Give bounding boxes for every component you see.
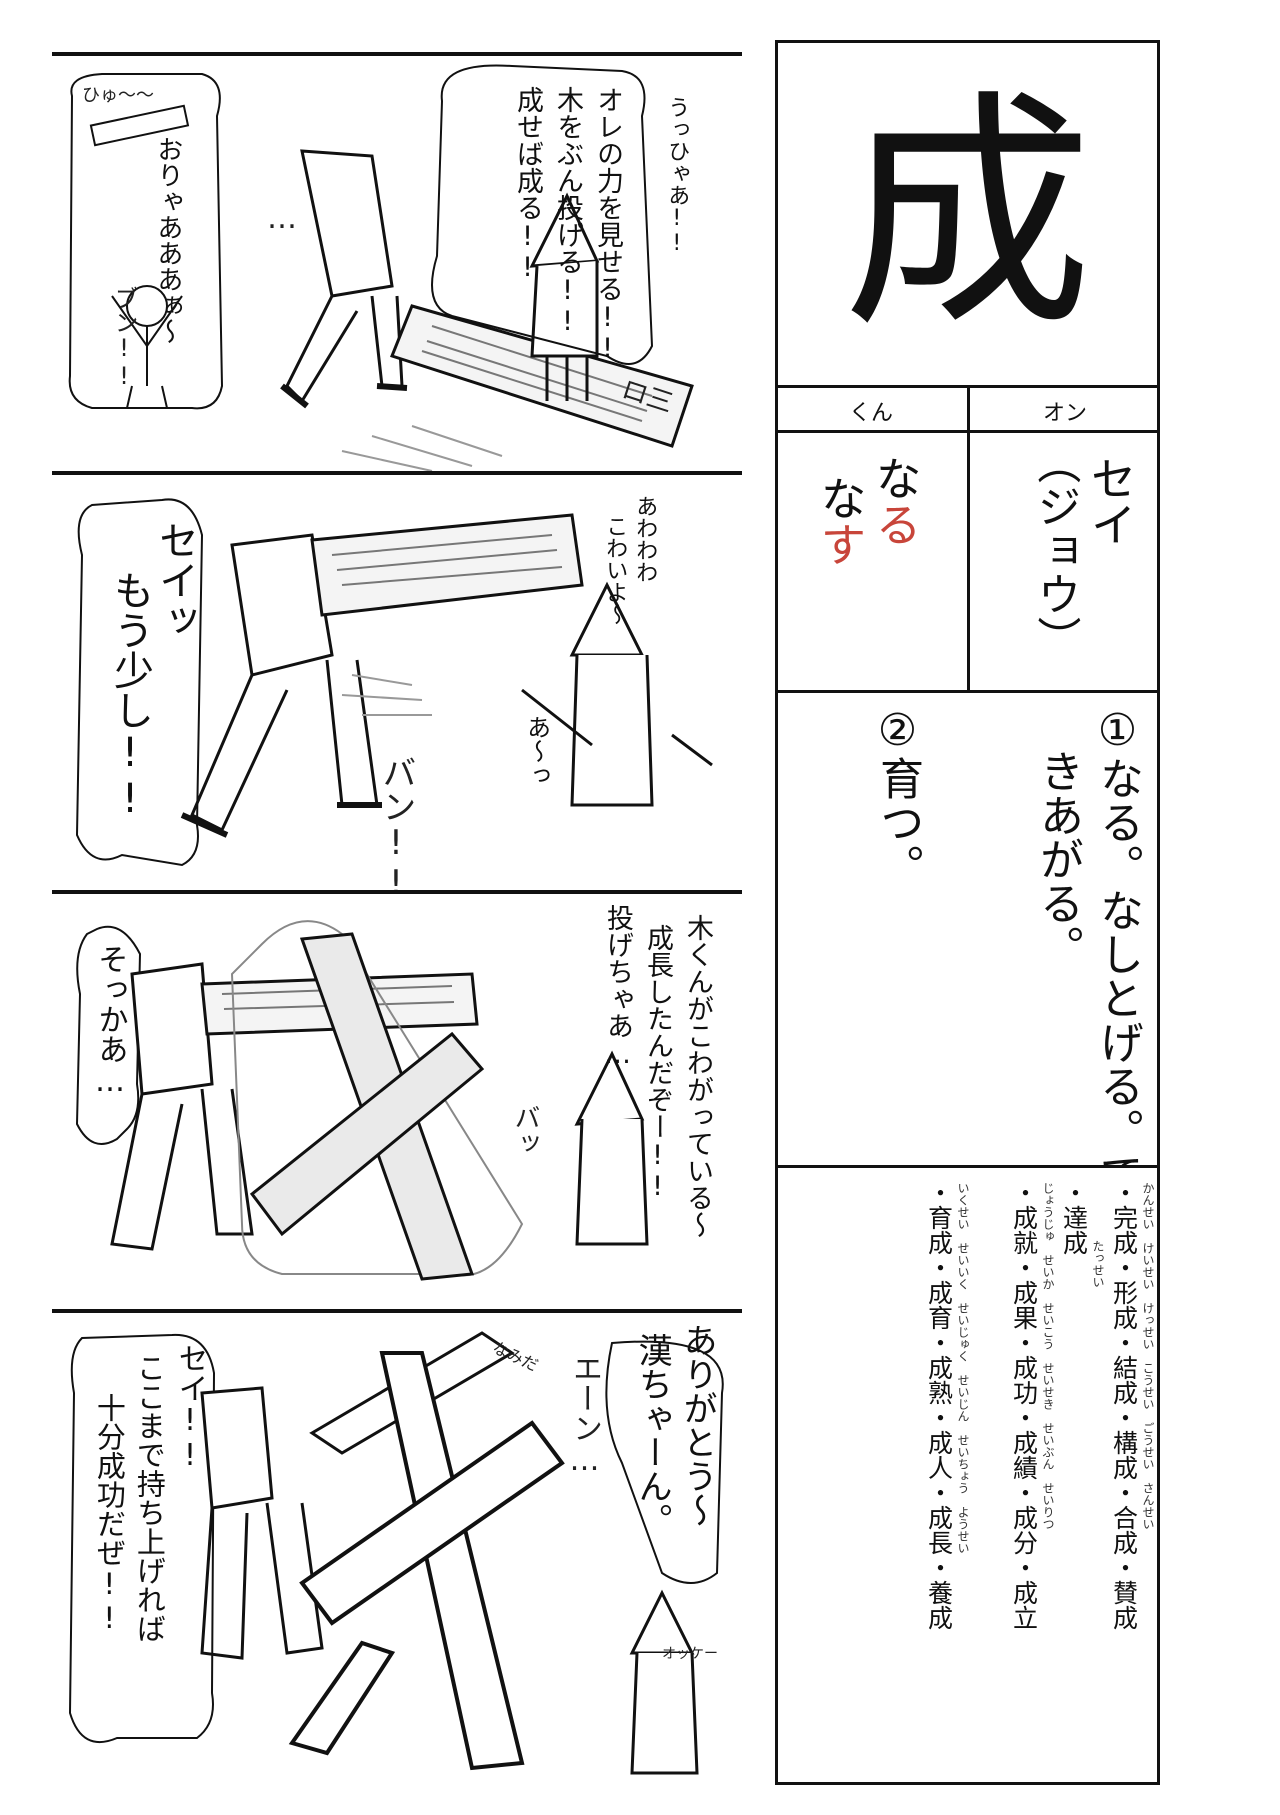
panel-divider xyxy=(52,52,742,56)
kun-label: くん xyxy=(848,401,893,426)
panel-divider xyxy=(52,890,742,894)
on-label: オン xyxy=(1042,401,1087,426)
kun-reading-2-stem: な xyxy=(813,475,868,521)
vocab-ruby-2: たっせい xyxy=(1091,1240,1105,1288)
panel-1-small-shout: おりゃあああぁ〜 xyxy=(152,136,183,344)
kanji-character: 成 xyxy=(842,69,1093,360)
panel-3-mascot-line-1: 木くんがこわがっている〜 xyxy=(682,914,714,1238)
meaning-2: ②育つ。 xyxy=(872,705,923,888)
on-reading-1: セイ xyxy=(1083,455,1138,547)
panel-4-drawing xyxy=(68,1331,724,1775)
panel-4-ok-text: オッケー xyxy=(662,1646,718,1662)
meaning-1: ①なる。なしとげる。で xyxy=(1092,705,1143,1196)
panel-3-mascot-line-2: 成長したんだぞー!! xyxy=(642,924,674,1202)
panel-1-hero-line-2: 木をぶん投げる!! xyxy=(552,86,584,337)
panel-divider xyxy=(52,471,742,475)
kun-reading-1-stem: な xyxy=(868,455,923,501)
panel-4-hero-line-3: 十分成功だぜ!! xyxy=(92,1393,127,1635)
panel-2-hero-line-2: もう少し!! xyxy=(107,570,153,822)
panel-1-bun-sfx: ブン!! xyxy=(110,286,138,390)
panel-4-cry-sfx: エーン… xyxy=(567,1353,602,1478)
readings-divider xyxy=(967,385,970,695)
panel-3-drawing xyxy=(75,920,649,1281)
panel-2-mascot-line-1: あわわわ xyxy=(632,495,658,583)
panel-2-mascot-line-3: あ〜っ xyxy=(522,715,551,787)
panel-1-drawing xyxy=(68,64,694,471)
vocab-ruby-4: いくせい せいいく せいじゅく せいじん せいちょう ようせい xyxy=(956,1182,970,1554)
kanji-box xyxy=(775,40,1160,390)
vocab-line-4: ・育成・成育・成熟・成人・成長・養成 xyxy=(924,1180,954,1630)
comic-panel-4: セイ!! ここまで持ち上げれば 十分成功だぜ!! エーン… なみだ ありがとう〜… xyxy=(52,1313,742,1783)
comic-panel-1: おりゃあああぁ〜 ブン!! ひゅ〜〜 … ロ三 オレの力を見せる!! 木をぶん投… xyxy=(52,56,742,471)
panel-3-mascot-line-3: 投げちゃあ… xyxy=(602,904,634,1070)
panel-4-hero-line-2: ここまで持ち上げれば xyxy=(132,1353,167,1643)
vocab-line-2: ・達成 xyxy=(1059,1180,1089,1255)
panel-1-fly-sfx: ひゅ〜〜 xyxy=(82,85,154,106)
kun-reading-1: なる xyxy=(868,455,923,547)
panel-1-mascot-line: うっひゃあ!! xyxy=(664,96,690,256)
panel-2-ban-sfx: バン!! xyxy=(376,755,416,890)
panel-2-hero-line-1: セイッ xyxy=(152,520,198,640)
meaning-1-cont: きあがる。 xyxy=(1032,705,1083,969)
comic-panel-2: セイッ もう少し!! バン!! あわわわ こわいよ〜 あ〜っ xyxy=(52,475,742,890)
panel-1-hero-line-1: オレの力を見せる!! xyxy=(592,86,624,364)
vocab-box xyxy=(775,1165,1160,1785)
vocab-ruby-3: じょうじゅ せいか せいこう せいせき せいぶん せいりつ xyxy=(1041,1182,1055,1530)
kun-reading-2-okurigana: す xyxy=(813,521,868,567)
panel-1-dots: … xyxy=(267,201,297,236)
panel-2-mascot-line-2: こわいよ〜 xyxy=(602,515,628,625)
panel-3-hero-line: そっかあ… xyxy=(92,944,128,1099)
kun-reading-2: なす xyxy=(813,475,868,567)
vocab-ruby-1: かんせい けいせい けっせい こうせい ごうせい さんせい xyxy=(1141,1182,1155,1530)
panel-4-hero-line-1: セイ!! xyxy=(172,1343,208,1473)
vocab-line-1: ・完成・形成・結成・構成・合成・賛成 xyxy=(1109,1180,1139,1630)
on-reading-2: （ジョウ） xyxy=(1029,440,1081,660)
meanings-box xyxy=(775,690,1160,1170)
panel-2-drawing xyxy=(75,498,713,867)
panel-4-mascot-line-2: 漢ちゃーん。 xyxy=(632,1333,673,1537)
vocab-line-3: ・成就・成果・成功・成績・成分・成立 xyxy=(1009,1180,1039,1630)
panel-divider xyxy=(52,1309,742,1313)
kun-reading-1-okurigana: る xyxy=(868,501,923,547)
comic-panel-3: そっかあ… バッ 木くんがこわがっている〜 成長したんだぞー!! 投げちゃあ… xyxy=(52,894,742,1309)
panel-4-mascot-line-1: ありがとう〜 xyxy=(677,1323,718,1527)
panel-3-ba-sfx: バッ xyxy=(510,1104,540,1156)
panel-1-hero-line-3: 成せば成る!! xyxy=(512,86,544,283)
